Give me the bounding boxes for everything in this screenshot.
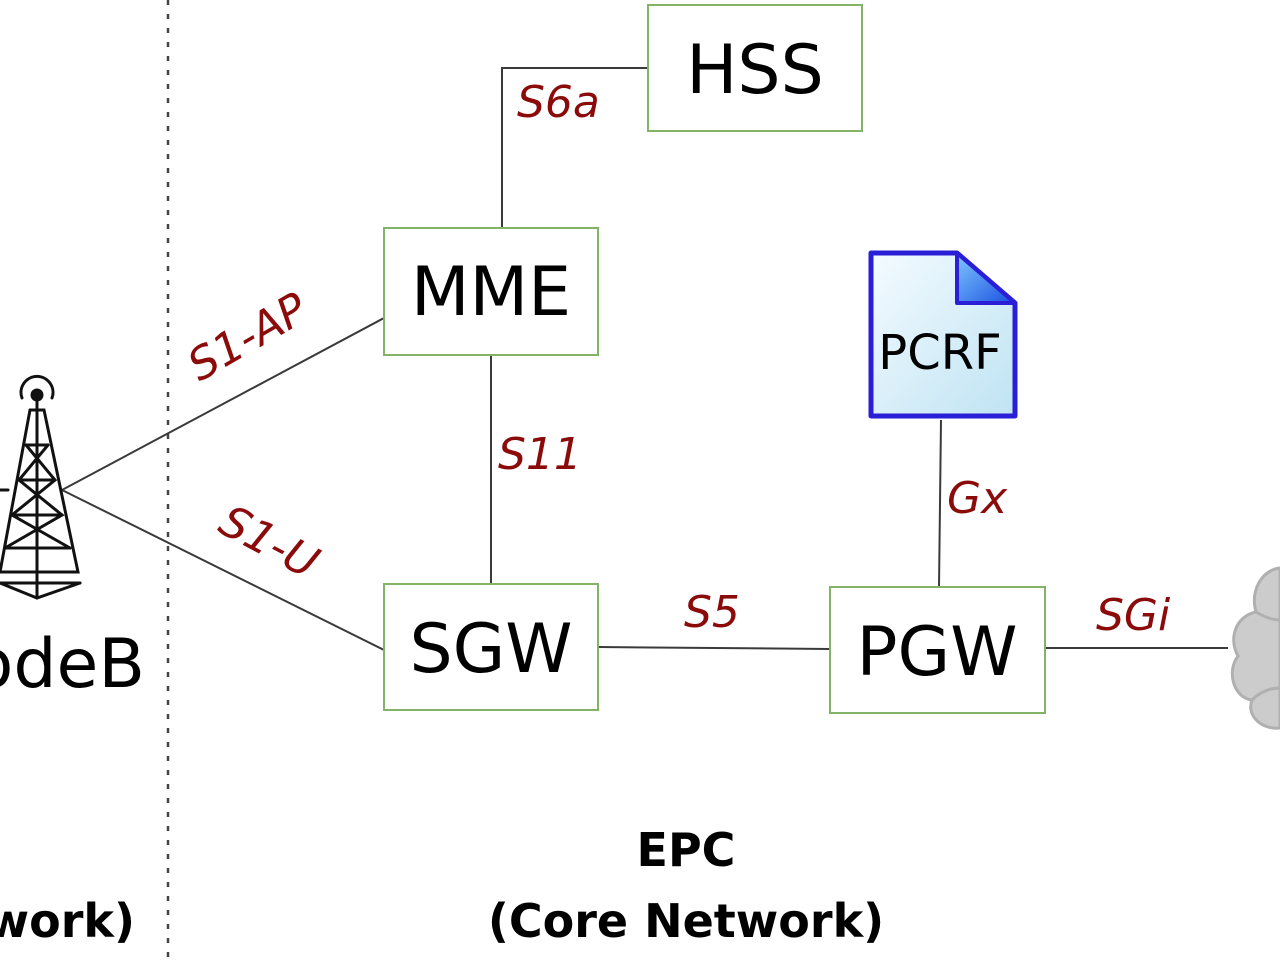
document-fold <box>955 251 1017 305</box>
iface-s5: S5 <box>684 587 740 638</box>
link-s1ap <box>61 317 385 491</box>
iface-s11: S11 <box>498 429 582 480</box>
link-s5 <box>597 646 831 650</box>
pcrf-node[interactable]: PCRF <box>868 250 1018 419</box>
iface-s1u: S1-U <box>211 495 327 589</box>
links <box>61 67 1228 651</box>
enodeb-label: odeB <box>0 625 145 704</box>
epc-title: EPC <box>637 823 736 877</box>
mme-node[interactable]: MME <box>383 227 599 356</box>
cell-tower-icon <box>0 375 82 600</box>
hss-node[interactable]: HSS <box>647 4 863 132</box>
sgw-node[interactable]: SGW <box>383 583 599 711</box>
epc-subtitle: (Core Network) <box>488 894 884 948</box>
iface-s6a: S6a <box>517 77 600 128</box>
access-network-subtitle: twork) <box>0 894 135 948</box>
mme-label: MME <box>411 253 571 332</box>
iface-sgi: SGi <box>1096 590 1171 641</box>
pcrf-label: PCRF <box>878 325 1001 381</box>
iface-s1ap: S1-AP <box>179 283 316 392</box>
link-gx <box>938 419 942 588</box>
hss-label: HSS <box>686 31 823 110</box>
pgw-node[interactable]: PGW <box>829 586 1046 714</box>
interface-labels: S6a S1-AP S1-U S11 S5 Gx SGi <box>179 77 1171 641</box>
link-s6a <box>501 67 648 228</box>
cloud-icon <box>1230 566 1280 730</box>
iface-gx: Gx <box>947 473 1008 524</box>
sgw-label: SGW <box>409 610 572 689</box>
pgw-label: PGW <box>857 613 1018 692</box>
link-s1u <box>61 489 385 651</box>
